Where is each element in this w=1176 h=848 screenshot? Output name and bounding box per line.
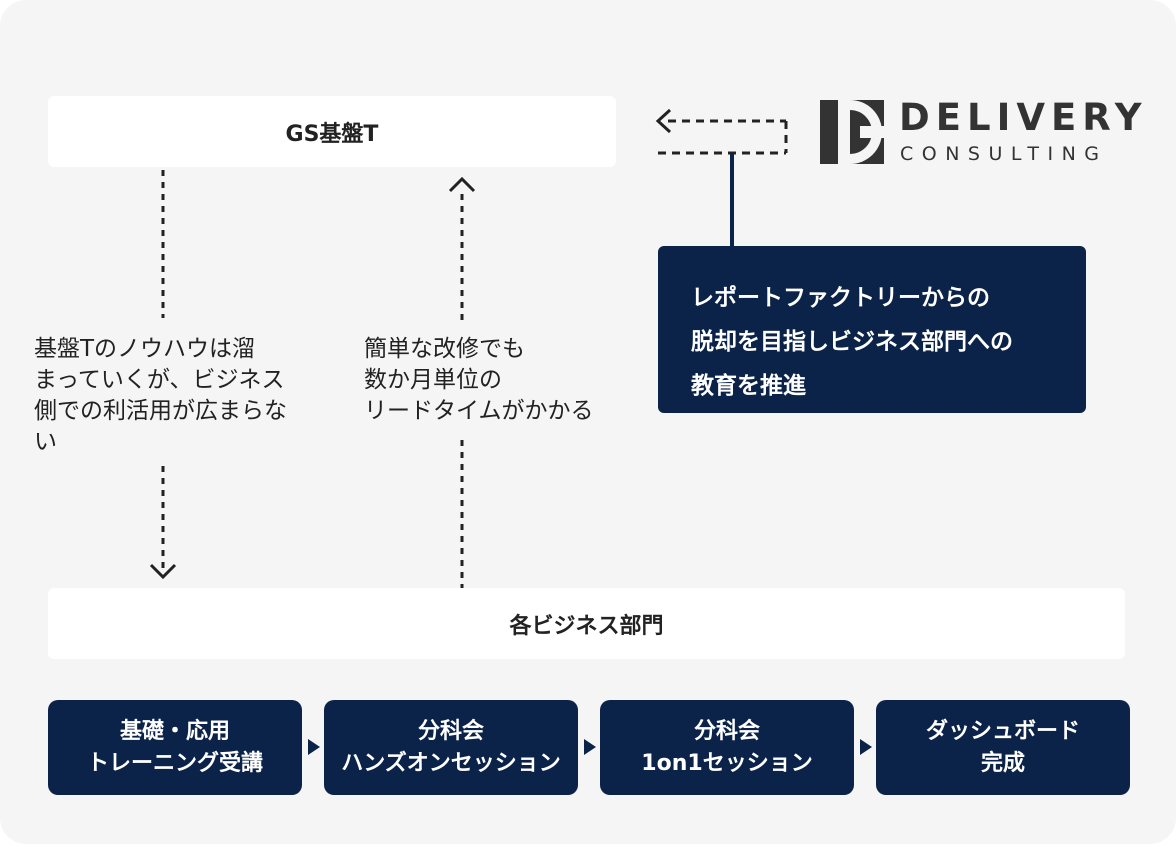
down-arrow-head — [149, 563, 177, 580]
step-arrow-2 — [584, 739, 596, 755]
left-note: 基盤Tのノウハウは溜 まっていくが、ビジネス 側での利活用が広まらな い — [34, 336, 287, 455]
step-arrow-3 — [860, 739, 872, 755]
step-hands-on-session: 分科会 ハンズオンセッション — [324, 700, 578, 795]
up-arrow-head — [448, 176, 476, 193]
step-arrow-1 — [308, 739, 320, 755]
business-units-box: 各ビジネス部門 — [48, 588, 1125, 659]
step-training: 基礎・応用 トレーニング受講 — [48, 700, 302, 795]
logo-mark-icon — [820, 100, 884, 164]
logo-wordmark: DELIVERY — [899, 96, 1148, 139]
step-dashboard-complete: ダッシュボード 完成 — [876, 700, 1130, 795]
right-note: 簡単な改修でも 数か月単位の リードタイムがかかる — [364, 336, 594, 424]
gs-team-box: GS基盤T — [48, 96, 616, 167]
business-units-label: 各ビジネス部門 — [509, 613, 664, 639]
step-1on1-session: 分科会 1on1セッション — [600, 700, 854, 795]
gs-team-label: GS基盤T — [285, 121, 379, 147]
delivery-consulting-logo: DELIVERY CONSULTING — [820, 98, 1142, 168]
left-arrow-head — [655, 108, 672, 134]
education-callout: レポートファクトリーからの 脱却を目指しビジネス部門への 教育を推進 — [658, 246, 1086, 413]
logo-subtitle: CONSULTING — [900, 143, 1108, 165]
